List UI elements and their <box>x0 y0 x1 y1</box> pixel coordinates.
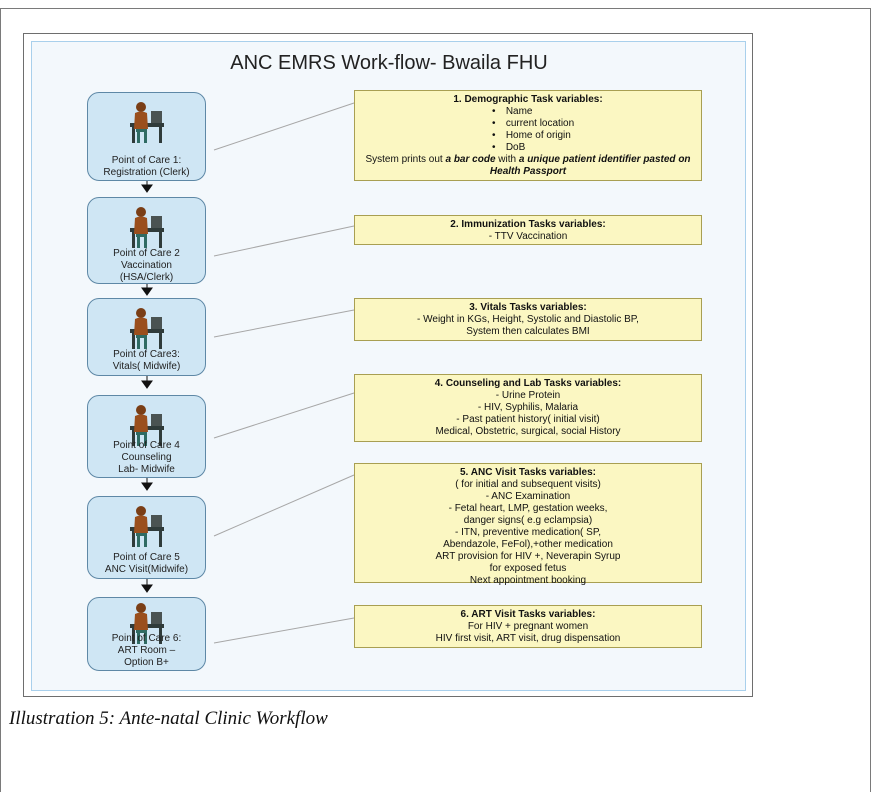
task-line: - Urine Protein <box>495 390 561 401</box>
clerk-at-desk-icon <box>130 308 164 349</box>
connector-line-6 <box>213 617 355 644</box>
stage-label: Point of Care 2 Vaccination (HSA/Clerk) <box>90 248 203 284</box>
task-bullet: •DoB <box>492 142 526 153</box>
task-title: 1. Demographic Task variables: <box>453 94 603 105</box>
figure-caption: Illustration 5: Ante-natal Clinic Workfl… <box>9 708 328 729</box>
diagram-title: ANC EMRS Work-flow- Bwaila FHU <box>230 52 548 74</box>
task-line: For HIV + pregnant women <box>467 621 589 632</box>
arrow-down-icon <box>141 478 153 491</box>
stage-counseling: Point of Care 4 Counseling Lab- Midwife <box>87 395 206 478</box>
task-box-vitals: 3. Vitals Tasks variables: - Weight in K… <box>354 298 702 341</box>
task-box-counseling: 4. Counseling and Lab Tasks variables: -… <box>354 374 702 442</box>
task-line: - Weight in KGs, Height, Systolic and Di… <box>417 314 639 325</box>
connector-line-5 <box>213 474 355 537</box>
stage-anc-visit: Point of Care 5 ANC Visit(Midwife) <box>87 496 206 579</box>
task-line: Abendazole, FeFol),+other medication <box>443 539 613 550</box>
task-line: - HIV, Syphilis, Malaria <box>477 402 579 413</box>
task-title: 4. Counseling and Lab Tasks variables: <box>434 378 622 389</box>
task-title: 3. Vitals Tasks variables: <box>469 302 587 313</box>
stage-label-text: Point of Care 6: ART Room – Option B+ <box>111 633 182 668</box>
stage-vitals: Point of Care3: Vitals( Midwife) <box>87 298 206 376</box>
workflow-figure: ANC EMRS Work-flow- Bwaila FHU <box>23 33 753 697</box>
connector-lines <box>213 102 355 644</box>
stage-label: Point of Care3: Vitals( Midwife) <box>90 349 203 373</box>
connector-line-2 <box>213 225 355 257</box>
stage-art-room: Point of Care 6: ART Room – Option B+ <box>87 597 206 671</box>
arrow-down-icon <box>141 376 153 389</box>
stage-label: Point of Care 6: ART Room – Option B+ <box>90 633 203 669</box>
task-box-anc-visit: 5. ANC Visit Tasks variables: ( for init… <box>354 463 702 586</box>
task-line: - TTV Vaccination <box>488 231 568 242</box>
task-title: 6. ART Visit Tasks variables: <box>460 609 596 620</box>
clerk-at-desk-icon <box>130 506 164 547</box>
arrow-down-icon <box>141 284 153 296</box>
stage-label-text: Point of Care 2 Vaccination (HSA/Clerk) <box>113 248 180 283</box>
stage-registration: Point of Care 1: Registration (Clerk) <box>87 92 206 181</box>
task-line: - ITN, preventive medication( SP, <box>455 527 601 538</box>
task-line: - Past patient history( initial visit) <box>456 414 600 425</box>
document-page <box>0 8 871 792</box>
clerk-at-desk-icon <box>130 102 164 143</box>
stage-label-text: Point of Care 4 Counseling Lab- Midwife <box>113 440 180 475</box>
task-title: 2. Immunization Tasks variables: <box>450 219 606 230</box>
task-line: ART provision for HIV +, Neverapin Syrup <box>435 551 621 562</box>
stage-label: Point of Care 5 ANC Visit(Midwife) <box>90 552 203 576</box>
task-line: - Fetal heart, LMP, gestation weeks, <box>448 503 608 514</box>
connector-line-1 <box>213 102 355 151</box>
task-bullet: •Home of origin <box>492 130 571 141</box>
task-note: System prints out a bar code with a uniq… <box>365 154 691 177</box>
task-line: HIV first visit, ART visit, drug dispens… <box>435 633 621 644</box>
task-box-immunization: 2. Immunization Tasks variables: - TTV V… <box>354 215 702 245</box>
task-line: Medical, Obstetric, surgical, social His… <box>435 426 621 437</box>
connector-line-4 <box>213 392 355 439</box>
task-line: for exposed fetus <box>489 563 567 574</box>
clerk-at-desk-icon <box>130 207 164 248</box>
stage-label: Point of Care 1: Registration (Clerk) <box>90 155 203 179</box>
clerk-at-desk-icon <box>130 603 164 644</box>
clerk-at-desk-icon <box>130 405 164 446</box>
arrow-down-icon <box>141 579 153 593</box>
task-box-demographic: 1. Demographic Task variables: •Name •cu… <box>354 90 702 181</box>
task-bullet: •current location <box>492 118 575 129</box>
stage-label-text: Point of Care 5 ANC Visit(Midwife) <box>104 552 189 575</box>
task-box-art-visit: 6. ART Visit Tasks variables: For HIV + … <box>354 605 702 648</box>
task-line: - ANC Examination <box>485 491 571 502</box>
connector-line-3 <box>213 309 355 338</box>
task-title: 5. ANC Visit Tasks variables: <box>460 467 596 478</box>
stage-label-text: Point of Care3: Vitals( Midwife) <box>112 349 181 372</box>
stage-label-text: Point of Care 1: Registration (Clerk) <box>103 155 190 178</box>
task-bullet-list: •Name •current location •Home of origin … <box>482 106 574 154</box>
task-bullet: •Name <box>492 106 533 117</box>
task-line: Next appointment booking <box>469 575 587 586</box>
task-line: danger signs( e.g eclampsia) <box>463 515 593 526</box>
stage-vaccination: Point of Care 2 Vaccination (HSA/Clerk) <box>87 197 206 284</box>
connectors-layer <box>141 102 355 644</box>
task-line: ( for initial and subsequent visits) <box>455 479 601 490</box>
task-line: System then calculates BMI <box>466 326 590 337</box>
stage-label: Point of Care 4 Counseling Lab- Midwife <box>90 440 203 476</box>
